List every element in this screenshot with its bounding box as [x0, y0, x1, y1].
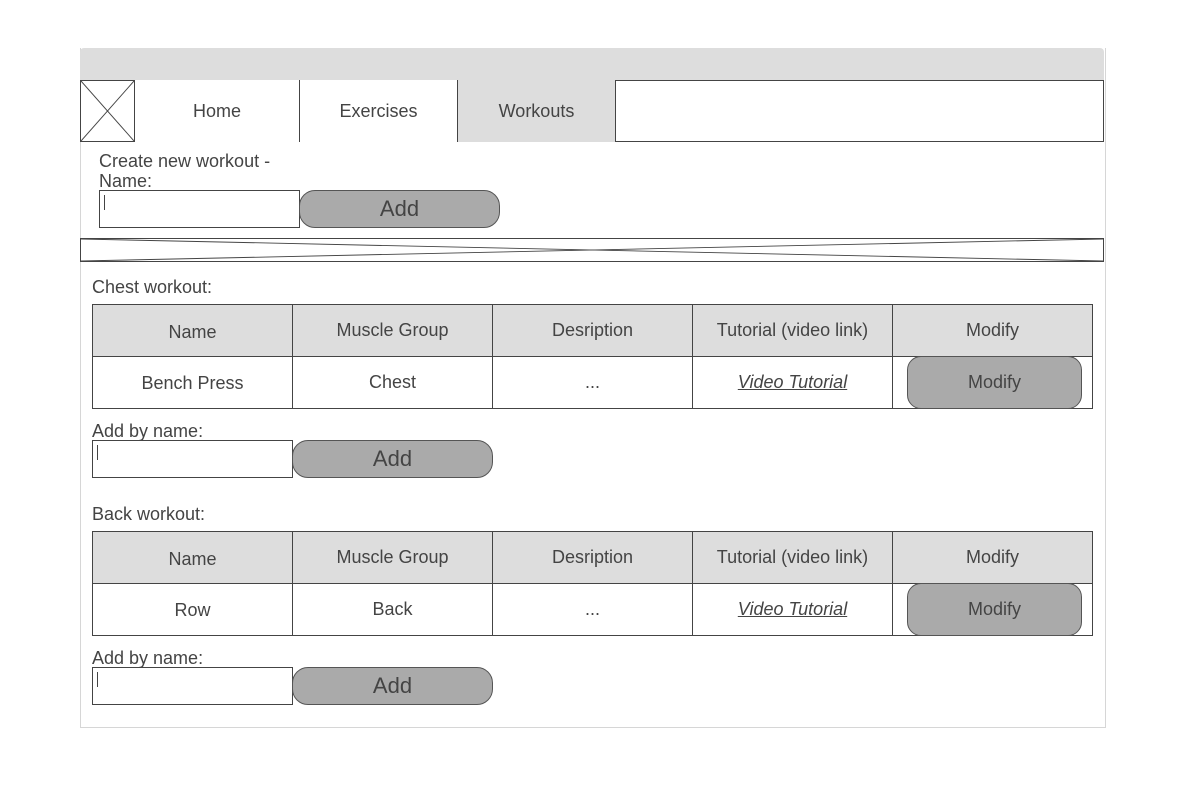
text-caret — [104, 195, 105, 210]
tab-home-label: Home — [192, 100, 241, 121]
table-row-cell-muscle-group: Back — [292, 583, 493, 636]
chest-header-tutorial: Tutorial (video link) — [692, 304, 893, 357]
video-tutorial-link[interactable]: Video Tutorial — [737, 599, 848, 619]
table-row-cell-muscle-group: Chest — [292, 356, 493, 409]
chest-add-exercise-button[interactable]: Add — [292, 440, 493, 478]
create-workout-label: Create new workout - — [99, 151, 271, 171]
create-workout-add-button[interactable]: Add — [299, 190, 500, 228]
table-row-cell-name: Row — [92, 583, 293, 636]
back-header-description: Desription — [492, 531, 693, 584]
modify-button[interactable]: Modify — [907, 356, 1082, 409]
tab-exercises[interactable]: Exercises — [300, 80, 458, 142]
logo-placeholder-icon — [80, 80, 135, 142]
chest-header-name: Name — [92, 304, 293, 357]
text-caret — [97, 672, 98, 687]
banner-placeholder — [80, 238, 1104, 262]
tab-exercises-label: Exercises — [339, 100, 418, 121]
table-row-cell-tutorial: Video Tutorial — [692, 356, 893, 409]
tab-home[interactable]: Home — [135, 80, 300, 142]
text-caret — [97, 445, 98, 460]
chest-add-exercise-input[interactable] — [92, 440, 293, 478]
tab-workouts[interactable]: Workouts — [458, 80, 616, 142]
chest-header-modify: Modify — [892, 304, 1093, 357]
back-add-by-name-label: Add by name: — [92, 648, 204, 668]
table-row-cell-name: Bench Press — [92, 356, 293, 409]
video-tutorial-link[interactable]: Video Tutorial — [737, 372, 848, 392]
back-header-name: Name — [92, 531, 293, 584]
back-add-exercise-input[interactable] — [92, 667, 293, 705]
back-header-modify: Modify — [892, 531, 1093, 584]
chest-header-muscle-group: Muscle Group — [292, 304, 493, 357]
table-row-cell-description: ... — [492, 356, 693, 409]
chest-header-description: Desription — [492, 304, 693, 357]
back-add-exercise-button[interactable]: Add — [292, 667, 493, 705]
chest-add-by-name-label: Add by name: — [92, 421, 204, 441]
tab-workouts-label: Workouts — [498, 100, 575, 121]
table-row-cell-tutorial: Video Tutorial — [692, 583, 893, 636]
back-workout-title: Back workout: — [92, 504, 206, 524]
modify-button[interactable]: Modify — [907, 583, 1082, 636]
title-bar — [80, 48, 1104, 81]
table-row-cell-description: ... — [492, 583, 693, 636]
create-add-label: Add — [379, 196, 420, 221]
back-header-muscle-group: Muscle Group — [292, 531, 493, 584]
workout-name-input[interactable] — [99, 190, 300, 228]
chest-workout-title: Chest workout: — [92, 277, 213, 297]
create-workout-name-label: Name: — [99, 171, 153, 191]
back-header-tutorial: Tutorial (video link) — [692, 531, 893, 584]
